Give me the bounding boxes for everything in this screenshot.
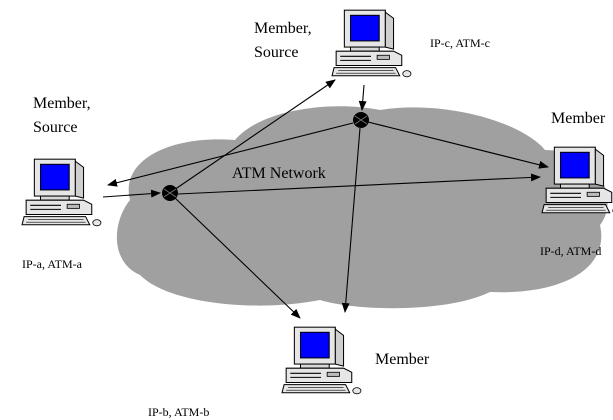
- arrow-switch2-to-b: [341, 127, 361, 313]
- host-c-role-line1: Member,: [254, 20, 312, 37]
- arrow-c-to-switch2: [358, 84, 367, 111]
- host-b-address: IP-b, ATM-b: [148, 405, 210, 419]
- host-d-address: IP-d, ATM-d: [540, 244, 602, 258]
- computer-icon: [281, 326, 362, 395]
- arrow-switch2-to-d: [367, 121, 549, 169]
- cloud-shape: [116, 106, 608, 309]
- computer-icon: [331, 9, 412, 78]
- connections: [102, 79, 549, 319]
- computer-icon: [21, 158, 102, 227]
- atm-switch-2: [353, 112, 369, 128]
- host-c-role-line2: Source: [254, 44, 299, 61]
- arrow-switch1-to-b: [174, 197, 301, 319]
- host-d-role-line1: Member: [551, 110, 606, 127]
- host-a-address: IP-a, ATM-a: [22, 257, 82, 271]
- atm-switch-1: [162, 185, 178, 201]
- arrow-switch1-to-c: [173, 79, 336, 191]
- arrow-a-to-switch1: [102, 189, 161, 198]
- arrow-switch1-to-d: [177, 173, 541, 195]
- host-c-address: IP-c, ATM-c: [430, 36, 490, 50]
- host-a-role-line2: Source: [33, 119, 78, 136]
- network-label: ATM Network: [232, 165, 326, 182]
- host-a-role-line1: Member,: [33, 95, 91, 112]
- atm-network-cloud: [116, 106, 608, 309]
- host-b-role-line1: Member: [375, 351, 430, 368]
- arrow-switch2-to-a: [107, 122, 354, 187]
